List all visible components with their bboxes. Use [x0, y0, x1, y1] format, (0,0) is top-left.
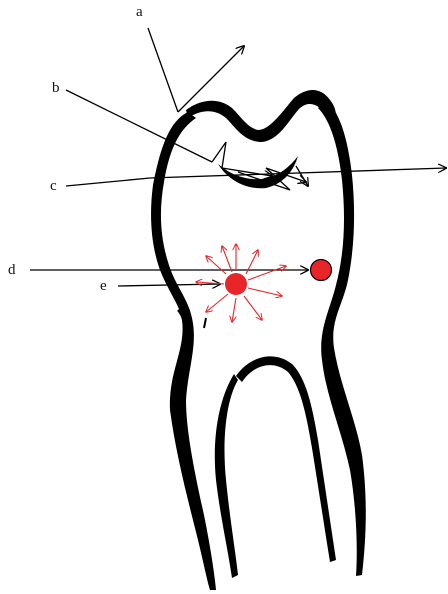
marker-e-dot: [225, 273, 247, 295]
label-e: e: [100, 278, 107, 294]
tooth-crown-top: [186, 90, 336, 142]
ray-nw: [206, 256, 226, 274]
tooth-outline: [151, 90, 366, 590]
leader-c: [66, 178, 150, 186]
arrow-b-3: [296, 166, 308, 186]
arrow-b-1: [212, 142, 272, 176]
ray-s: [232, 298, 236, 322]
ray-e1: [248, 266, 286, 280]
label-b: b: [52, 80, 60, 96]
label-c: c: [50, 178, 57, 194]
marker-d-dot: [311, 260, 332, 281]
tooth-fissure: [218, 156, 298, 188]
label-a: a: [136, 4, 143, 20]
ray-nnw: [222, 246, 232, 272]
ray-e2: [248, 288, 282, 296]
tooth-mark-2: [204, 318, 206, 328]
leader-a: [148, 28, 178, 112]
tooth-left-wall: [151, 112, 216, 590]
ray-sw: [206, 294, 228, 312]
label-d: d: [8, 262, 16, 278]
tooth-inner-root-left: [215, 374, 238, 578]
tooth-inner-root-right: [236, 356, 336, 562]
ray-se: [244, 296, 262, 320]
leader-lines: [30, 28, 446, 286]
